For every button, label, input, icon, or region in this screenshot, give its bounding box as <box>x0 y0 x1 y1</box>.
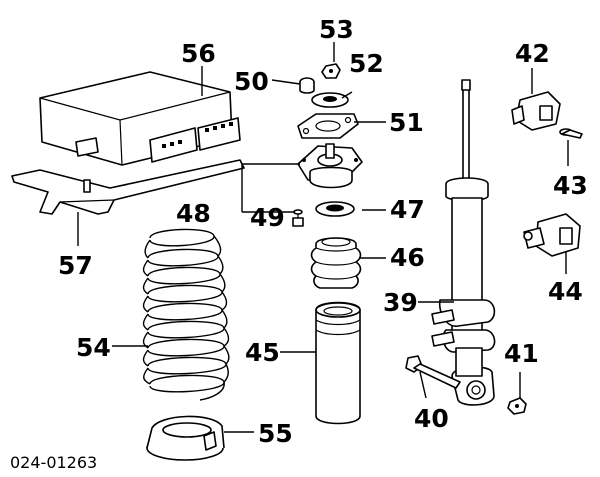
callout-50: 50 <box>234 67 269 96</box>
callout-42: 42 <box>515 39 550 68</box>
sensor-42 <box>511 91 561 131</box>
strut-mount-48 <box>297 143 363 189</box>
diagram-reference-number: 024-01263 <box>10 453 97 472</box>
callout-44: 44 <box>548 277 583 306</box>
callout-54: 54 <box>76 333 111 362</box>
mounting-bracket-57 <box>11 159 245 215</box>
callout-56: 56 <box>181 39 216 68</box>
bump-stop-46 <box>310 237 362 289</box>
bracket-44 <box>523 213 581 257</box>
callout-43: 43 <box>553 171 588 200</box>
callout-41: 41 <box>504 339 539 368</box>
callout-53: 53 <box>319 15 354 44</box>
callout-46: 46 <box>390 243 425 272</box>
screw-43 <box>559 128 583 139</box>
callout-52: 52 <box>349 49 384 78</box>
callout-47: 47 <box>390 195 425 224</box>
washer-47 <box>315 201 355 217</box>
nut-53 <box>321 63 341 79</box>
dust-boot-45 <box>315 301 361 425</box>
callout-55: 55 <box>258 419 293 448</box>
callout-51: 51 <box>389 108 424 137</box>
leader-lines <box>77 42 569 433</box>
callout-57: 57 <box>58 251 93 280</box>
control-module-56 <box>39 71 241 166</box>
spring-pad-55 <box>146 415 225 461</box>
washer-52 <box>311 92 349 108</box>
callout-39: 39 <box>383 288 418 317</box>
callout-45: 45 <box>245 338 280 367</box>
cap-50 <box>299 77 315 94</box>
nut-41 <box>507 397 527 415</box>
shock-absorber-39 <box>431 79 496 406</box>
callout-40: 40 <box>414 404 449 433</box>
callout-49: 49 <box>250 203 285 232</box>
bolt-40 <box>405 355 461 389</box>
coil-spring-54 <box>142 228 230 401</box>
gasket-51 <box>297 113 359 139</box>
callout-48: 48 <box>176 199 211 228</box>
bolt-49 <box>292 209 304 227</box>
